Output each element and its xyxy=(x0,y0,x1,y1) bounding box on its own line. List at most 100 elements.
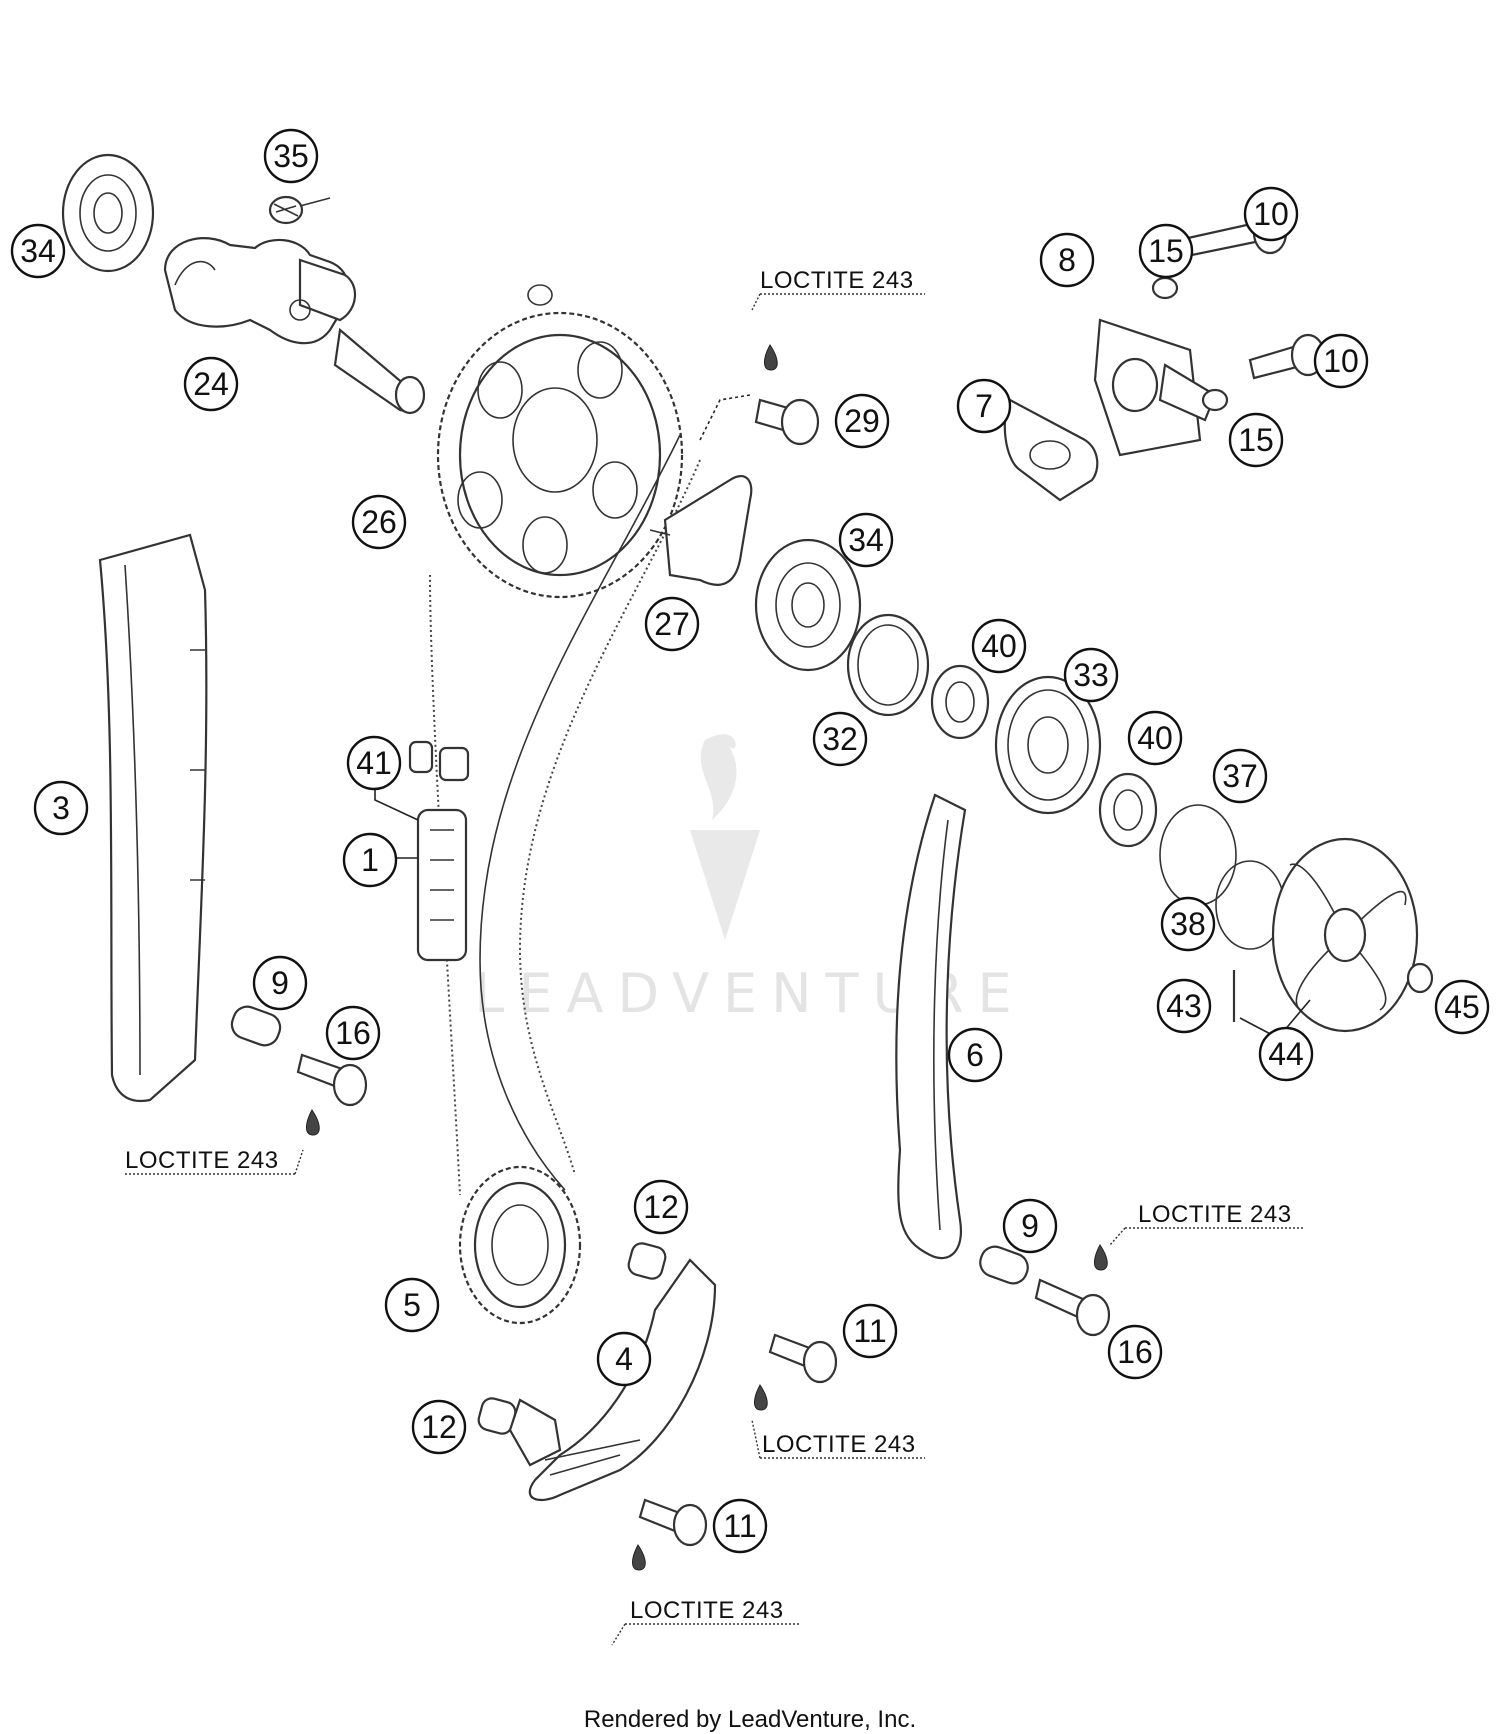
callout-44: 44 xyxy=(1258,1026,1314,1082)
chain-guide-line xyxy=(479,434,681,1191)
footer-credit: Rendered by LeadVenture, Inc. xyxy=(583,1706,917,1733)
svg-text:24: 24 xyxy=(193,366,229,402)
svg-text:7: 7 xyxy=(975,388,993,424)
svg-text:41: 41 xyxy=(356,745,392,781)
svg-text:10: 10 xyxy=(1253,196,1289,232)
callout-8: 8 xyxy=(1039,232,1095,288)
callout-11-top: 11 xyxy=(842,1303,898,1359)
svg-text:9: 9 xyxy=(1021,1208,1039,1244)
circlip-45 xyxy=(1406,962,1434,994)
svg-text:11: 11 xyxy=(853,1313,886,1349)
loctite-drop-left xyxy=(306,1109,320,1136)
bushing-9-left xyxy=(230,1005,282,1047)
leader-29 xyxy=(699,394,751,441)
svg-text:5: 5 xyxy=(403,1287,421,1323)
bearing-34-right xyxy=(754,538,862,672)
callout-16-right: 16 xyxy=(1107,1324,1163,1380)
tensioner-shoe-27 xyxy=(649,475,753,586)
svg-text:12: 12 xyxy=(643,1189,679,1225)
callout-10-right: 10 xyxy=(1313,333,1369,389)
svg-text:16: 16 xyxy=(1117,1334,1153,1370)
bolt-16-left xyxy=(296,1053,368,1107)
crank-sprocket-5 xyxy=(458,1165,582,1325)
svg-text:43: 43 xyxy=(1166,988,1202,1024)
callout-15-top: 15 xyxy=(1138,223,1194,279)
svg-text:LOCTITE 243: LOCTITE 243 xyxy=(125,1147,279,1174)
svg-text:15: 15 xyxy=(1148,233,1184,269)
bearing-34-top xyxy=(61,153,155,273)
chain-tensioner-8 xyxy=(1093,318,1217,457)
callout-43: 43 xyxy=(1156,978,1212,1034)
svg-text:15: 15 xyxy=(1238,422,1274,458)
callout-5: 5 xyxy=(384,1277,440,1333)
callout-10-top: 10 xyxy=(1243,186,1299,242)
svg-text:LOCTITE 243: LOCTITE 243 xyxy=(760,267,914,294)
svg-text:45: 45 xyxy=(1444,989,1480,1025)
callout-34-top: 34 xyxy=(10,223,66,279)
loctite-note-top: LOCTITE 243 xyxy=(751,267,925,311)
callout-24: 24 xyxy=(183,356,239,412)
callout-34-right: 34 xyxy=(838,512,894,568)
svg-text:8: 8 xyxy=(1058,242,1076,278)
callout-37: 37 xyxy=(1212,748,1268,804)
svg-text:34: 34 xyxy=(20,233,56,269)
o-ring-37 xyxy=(1159,804,1237,906)
spring-35 xyxy=(268,195,331,225)
callout-45: 45 xyxy=(1434,979,1490,1035)
callout-40-a: 40 xyxy=(971,618,1027,674)
callout-3: 3 xyxy=(33,780,89,836)
svg-text:LOCTITE 243: LOCTITE 243 xyxy=(1138,1201,1292,1228)
loctite-note-bottom: LOCTITE 243 xyxy=(611,1597,800,1646)
bearing-40-b xyxy=(1098,772,1158,848)
svg-text:3: 3 xyxy=(52,790,70,826)
svg-text:4: 4 xyxy=(615,1341,633,1377)
svg-text:1: 1 xyxy=(361,842,379,878)
callout-38: 38 xyxy=(1160,896,1216,952)
callout-1: 1 xyxy=(342,832,398,888)
callout-12-bottom: 12 xyxy=(411,1399,467,1455)
chain-link-41 xyxy=(408,740,470,782)
bearing-40-a xyxy=(930,664,990,740)
svg-text:40: 40 xyxy=(981,628,1017,664)
loctite-drop-bottom xyxy=(632,1544,646,1571)
svg-text:6: 6 xyxy=(966,1037,984,1073)
svg-text:44: 44 xyxy=(1268,1036,1304,1072)
svg-text:32: 32 xyxy=(822,721,858,757)
callout-35: 35 xyxy=(263,128,319,184)
loctite-note-mid: LOCTITE 243 xyxy=(751,1419,925,1459)
svg-text:9: 9 xyxy=(271,965,289,1001)
bolt-29 xyxy=(754,398,820,446)
svg-text:11: 11 xyxy=(723,1508,756,1544)
guide-rail-4 xyxy=(508,1258,717,1502)
bolt-16-right xyxy=(1034,1278,1111,1337)
loctite-note-left: LOCTITE 243 xyxy=(125,1147,304,1175)
svg-text:LOCTITE 243: LOCTITE 243 xyxy=(630,1597,784,1624)
svg-text:LOCTITE 243: LOCTITE 243 xyxy=(762,1431,916,1458)
callout-6: 6 xyxy=(947,1027,1003,1083)
callout-4: 4 xyxy=(596,1331,652,1387)
bushing-9-right xyxy=(979,1245,1029,1285)
chain-guide-3 xyxy=(98,533,208,1103)
callout-12-top: 12 xyxy=(633,1179,689,1235)
seal-ring-32 xyxy=(846,613,930,717)
camshaft-24 xyxy=(163,237,426,415)
callout-27: 27 xyxy=(644,596,700,652)
svg-text:33: 33 xyxy=(1073,657,1109,693)
callout-29: 29 xyxy=(834,393,890,449)
callout-9-right: 9 xyxy=(1002,1198,1058,1254)
svg-text:40: 40 xyxy=(1137,720,1173,756)
chain-guide-6 xyxy=(895,793,967,1260)
callout-11-bottom: 11 xyxy=(712,1498,768,1554)
gasket-7 xyxy=(1003,398,1099,502)
svg-text:26: 26 xyxy=(361,504,397,540)
callout-15-bottom: 15 xyxy=(1228,412,1284,468)
svg-text:27: 27 xyxy=(654,606,690,642)
callout-41: 41 xyxy=(346,735,402,791)
svg-text:34: 34 xyxy=(848,522,884,558)
callout-7: 7 xyxy=(956,378,1012,434)
svg-text:35: 35 xyxy=(273,138,309,174)
loctite-drop-mid xyxy=(754,1384,768,1411)
loctite-drop-right xyxy=(1094,1244,1108,1271)
callout-33: 33 xyxy=(1063,647,1119,703)
